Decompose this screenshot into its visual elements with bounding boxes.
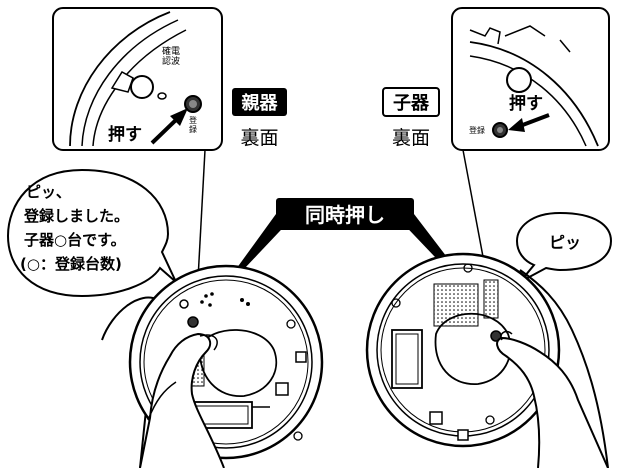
svg-text:親器: 親器 xyxy=(242,92,279,114)
left-speech-bubble: ピッ、 登録しました。 子器○台です。 (○：登録台数) xyxy=(6,168,177,298)
left-confirm-indicator xyxy=(130,75,154,99)
child-back-side-label: 裏面 xyxy=(392,127,430,149)
left-callout: 電 波 確 認 登 録 押す xyxy=(52,7,223,317)
right-indicator xyxy=(506,67,532,93)
left-register-label: 登 録 xyxy=(189,115,200,134)
left-confirm-label: 電 波 確 認 xyxy=(162,45,183,67)
left-callout-rim xyxy=(69,11,171,147)
left-bubble-text: ピッ、 登録しました。 子器○台です。 (○：登録台数) xyxy=(20,183,134,273)
left-push-arrow xyxy=(150,108,188,145)
child-unit-illustration xyxy=(365,252,609,468)
simultaneous-press-label: 同時押し xyxy=(305,203,385,227)
parent-unit-label: 親器 xyxy=(232,88,287,116)
child-unit-label: 子器 xyxy=(382,87,440,117)
right-callout: 押す 登録 xyxy=(451,7,610,327)
parent-unit-illustration xyxy=(101,264,324,468)
right-bubble-text: ピッ xyxy=(549,233,581,252)
right-register-label: 登録 xyxy=(469,125,485,135)
svg-text:子器: 子器 xyxy=(393,93,430,114)
right-push-label: 押す xyxy=(509,93,543,114)
right-speech-bubble: ピッ xyxy=(515,211,613,283)
right-push-arrow xyxy=(508,113,550,132)
left-push-label: 押す xyxy=(108,124,142,145)
parent-back-side-label: 裏面 xyxy=(240,127,278,149)
